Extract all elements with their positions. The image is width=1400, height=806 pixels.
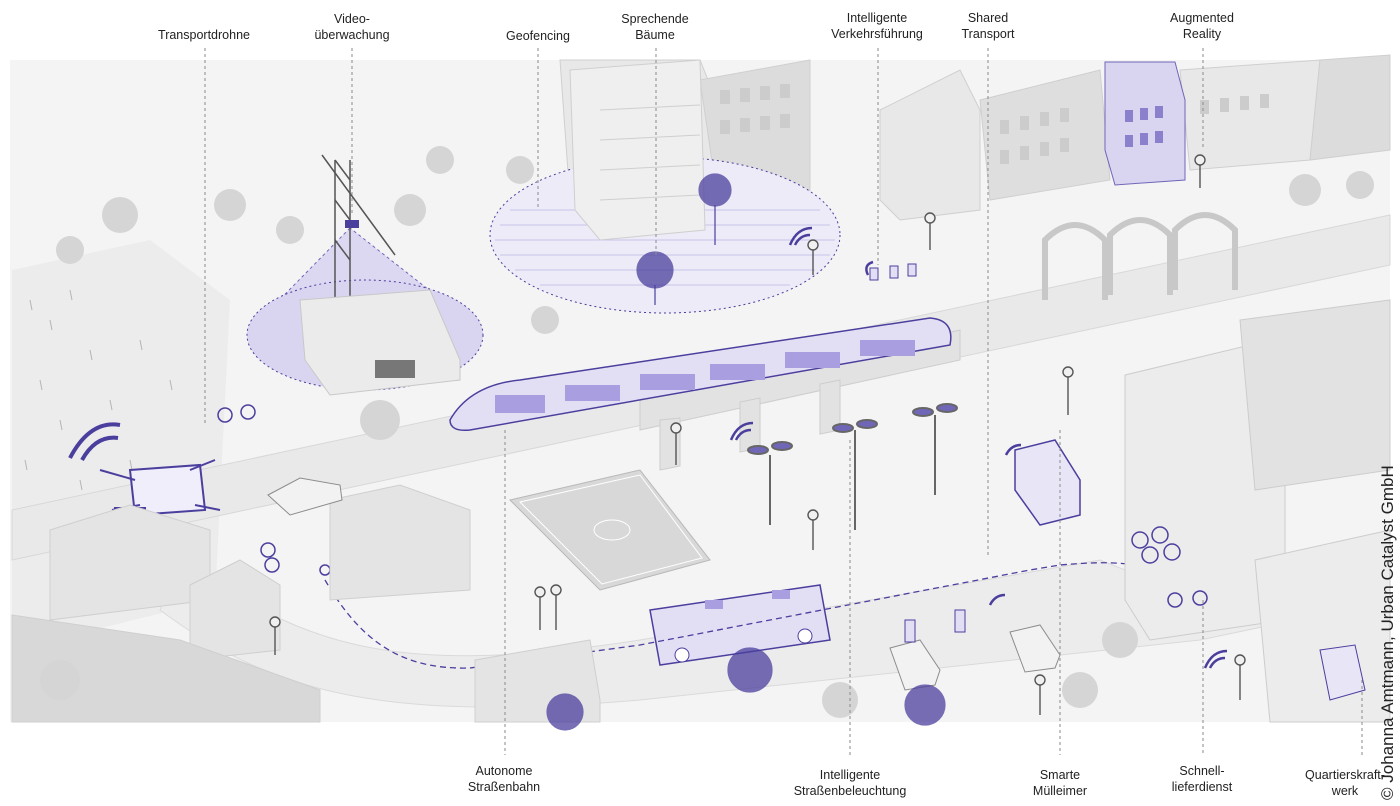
container [375,360,415,378]
label-intelligente-verkehrsfuehrung: Intelligente Verkehrsführung [831,11,923,41]
shared-bikes [217,404,1208,608]
copyright-notice: © Johanna Amtmann, Urban Catalyst GmbH [1376,440,1397,800]
label-geofencing: Geofencing [506,29,570,43]
autonomous-bus [649,584,831,666]
sports-field [509,469,711,591]
talking-trees [546,173,946,731]
label-quartierskraftwerk: Quartierskraft- werk [1305,768,1385,798]
label-autonome-strassenbahn: Autonome Straßenbahn [467,764,541,794]
trees-grey [40,146,1374,718]
pedestrians [269,154,1246,715]
copyright-text: © Johanna Amtmann, Urban Catalyst GmbH [1378,465,1397,800]
cars [267,477,1061,691]
label-videoueberwachung: Video- überwachung [314,12,390,42]
surveillance-camera [345,220,359,228]
label-intelligente-strassenbeleuchtung: Intelligente Straßenbeleuchtung [793,768,907,798]
label-augmented-reality: Augmented Reality [1170,11,1234,41]
geofencing-building [569,59,706,241]
windows [720,84,1269,164]
crane [321,154,396,300]
label-smarte-muelleimer: Smarte Mülleimer [1032,768,1088,798]
houses-lower-left [11,484,601,723]
surveillance-building [299,289,461,396]
label-shared-transport: Shared Transport [961,11,1015,41]
label-sprechende-baeume: Sprechende Bäume [621,12,689,42]
delivery-van [1014,439,1081,526]
buildings-right [1124,299,1391,723]
label-schnell-lieferdienst: Schnell- lieferdienst [1171,764,1233,794]
ar-building [1104,61,1186,186]
autonomous-tram [449,317,952,432]
smart-bins [869,263,966,643]
ar-windows [1125,106,1163,147]
label-transportdrohne: Transportdrohne [158,28,250,42]
power-plant-unit [1319,644,1366,701]
smart-streetlights [747,403,958,530]
leader-lines [204,48,1363,755]
station-arcades [1042,212,1238,300]
signal-icons [729,226,1228,669]
